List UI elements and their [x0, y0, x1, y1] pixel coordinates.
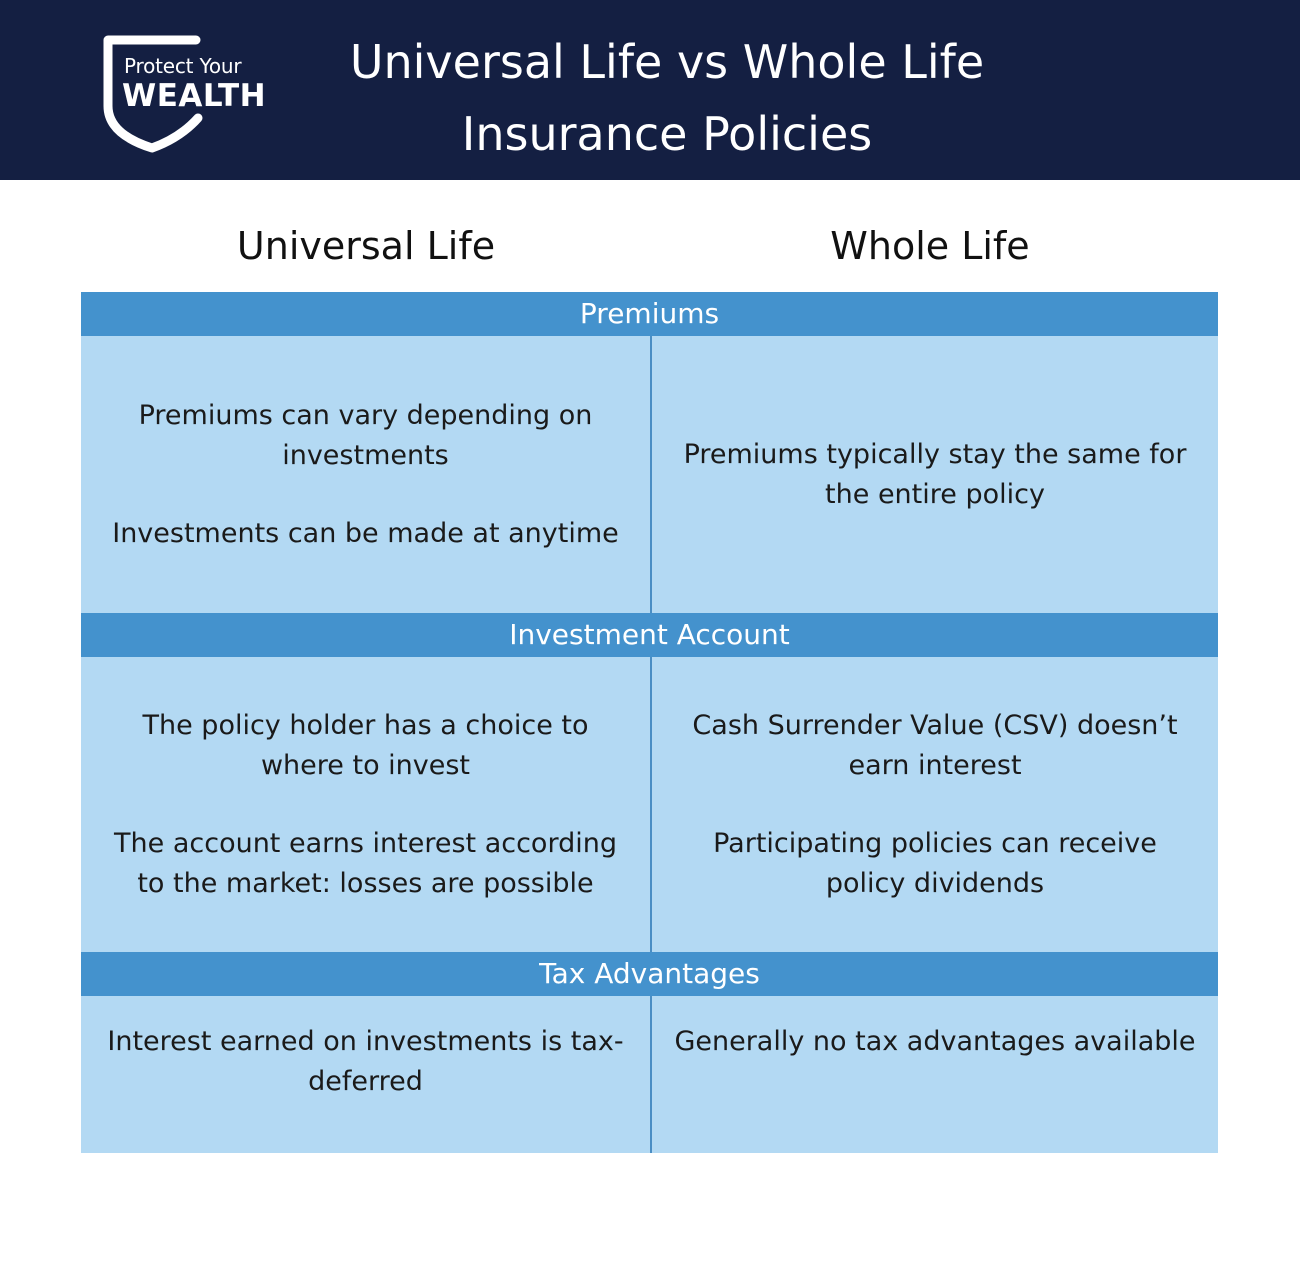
- column-divider: [650, 336, 652, 613]
- cell-text: Interest earned on investments is tax-de…: [107, 1026, 624, 1097]
- section-header-investment-account: Investment Account: [81, 613, 1218, 657]
- cell-text: Premiums can vary depending on investmen…: [138, 399, 593, 471]
- title-line-1: Universal Life vs Whole Life: [349, 35, 985, 89]
- column-divider: [650, 996, 652, 1153]
- section-body-tax-advantages: Interest earned on investments is tax-de…: [81, 996, 1218, 1153]
- protect-your-wealth-logo[interactable]: Protect Your WEALTH: [100, 34, 290, 154]
- cell-universal-tax: Interest earned on investments is tax-de…: [81, 996, 650, 1153]
- cell-text: Investments can be made at anytime: [112, 517, 619, 549]
- column-divider: [650, 657, 652, 952]
- cell-universal-investment: The policy holder has a choice to where …: [81, 657, 650, 952]
- cell-whole-investment: Cash Surrender Value (CSV) doesn’t earn …: [652, 657, 1218, 952]
- cell-text: Participating policies can receive polic…: [713, 827, 1157, 899]
- section-header-premiums: Premiums: [81, 292, 1218, 336]
- page-title: Universal Life vs Whole Life Insurance P…: [312, 26, 1022, 170]
- cell-text: The policy holder has a choice to where …: [142, 709, 589, 781]
- cell-text: Premiums typically stay the same for the…: [683, 438, 1187, 510]
- logo-text-wealth: WEALTH: [122, 78, 267, 114]
- column-header-whole-life: Whole Life: [830, 224, 1030, 268]
- section-body-premiums: Premiums can vary depending on investmen…: [81, 336, 1218, 613]
- shield-icon: [103, 35, 203, 153]
- section-header-tax-advantages: Tax Advantages: [81, 952, 1218, 996]
- cell-whole-tax: Generally no tax advantages available: [652, 996, 1218, 1153]
- title-line-2: Insurance Policies: [461, 107, 873, 161]
- page-header: Protect Your WEALTH Universal Life vs Wh…: [0, 0, 1300, 180]
- cell-text: Cash Surrender Value (CSV) doesn’t earn …: [692, 709, 1178, 781]
- section-body-investment-account: The policy holder has a choice to where …: [81, 657, 1218, 952]
- column-header-universal-life: Universal Life: [236, 224, 496, 268]
- cell-text: The account earns interest according to …: [114, 827, 617, 899]
- logo-text-protect-your: Protect Your: [124, 54, 242, 78]
- cell-universal-premiums: Premiums can vary depending on investmen…: [81, 336, 650, 613]
- cell-text: Generally no tax advantages available: [674, 1026, 1196, 1057]
- cell-whole-premiums: Premiums typically stay the same for the…: [652, 336, 1218, 613]
- comparison-table: Premiums Premiums can vary depending on …: [81, 292, 1218, 1153]
